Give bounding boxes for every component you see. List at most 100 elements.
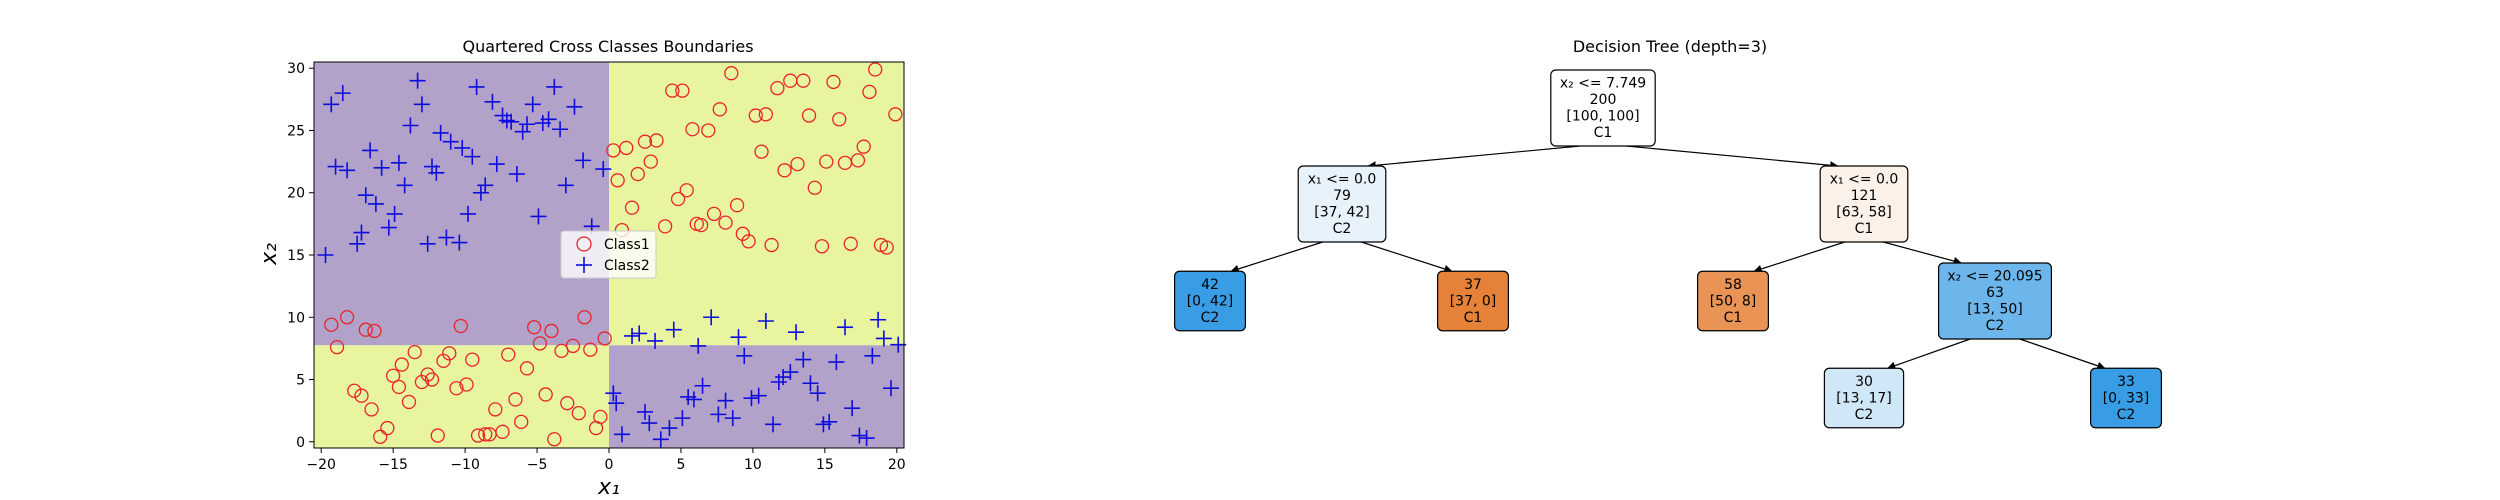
decision-tree: Decision Tree (depth=3) x₂ <= 7.749200[1… xyxy=(1173,37,2163,429)
region-class2-3 xyxy=(609,345,904,448)
class2-point xyxy=(339,162,356,179)
class2-point xyxy=(386,205,403,222)
class1-point xyxy=(748,108,763,123)
class2-point xyxy=(608,395,625,412)
x-tick-label: −10 xyxy=(450,457,480,473)
tree-edge-root-n2 xyxy=(1625,145,1839,170)
class2-point xyxy=(396,177,413,194)
class2-point xyxy=(373,159,390,176)
class2-point xyxy=(724,410,741,427)
class1-point xyxy=(862,84,877,100)
tree-node-text: 79 xyxy=(1333,188,1351,204)
class2-point xyxy=(390,154,407,171)
class2-point xyxy=(883,380,900,397)
class1-point xyxy=(770,80,785,96)
plot-frame xyxy=(313,61,905,449)
class2-point xyxy=(317,247,334,263)
x-tick-label: 5 xyxy=(676,457,685,473)
class1-point xyxy=(724,66,739,81)
class2-point xyxy=(503,113,520,130)
class1-point xyxy=(527,320,542,335)
class1-point xyxy=(358,322,373,337)
class1-point xyxy=(832,112,847,127)
class1-point xyxy=(364,402,379,417)
tree-edge-n2-n6 xyxy=(1883,241,1962,266)
class1-point xyxy=(347,383,362,398)
class1-point xyxy=(670,191,686,207)
class2-point xyxy=(349,235,366,252)
class1-point xyxy=(508,392,523,407)
class1-point xyxy=(488,402,503,417)
class2-point xyxy=(362,142,379,159)
region-class1-2 xyxy=(314,345,609,448)
class1-point xyxy=(649,133,664,148)
tree-node-text: 37 xyxy=(1464,277,1482,293)
class2-point xyxy=(409,72,426,89)
class2-point xyxy=(472,184,489,201)
class1-point xyxy=(593,409,608,425)
class2-point xyxy=(484,93,501,110)
class1-point xyxy=(453,318,468,334)
class2-point xyxy=(665,321,682,338)
class2-point xyxy=(765,416,782,433)
class2-point xyxy=(413,96,430,113)
class1-point xyxy=(436,353,451,368)
tree-node-text: [0, 33] xyxy=(2103,390,2150,406)
class1-point xyxy=(470,428,486,443)
tree-node-box xyxy=(1297,165,1387,243)
class1-point xyxy=(449,381,464,396)
class2-point xyxy=(636,403,653,420)
tree-node-n8: 33[0, 33]C2 xyxy=(2090,367,2163,429)
class2-point xyxy=(402,117,419,134)
tree-node-text: x₁ <= 0.0 xyxy=(1830,172,1899,188)
y-tick-label: 5 xyxy=(296,373,305,389)
class1-point xyxy=(339,310,355,325)
class1-point xyxy=(583,342,598,357)
class1-point xyxy=(571,405,586,421)
tree-node-box xyxy=(1819,165,1909,243)
class2-point xyxy=(432,124,449,141)
class1-point xyxy=(442,346,457,361)
class2-point xyxy=(795,351,812,368)
tree-node-box xyxy=(1696,270,1769,332)
class1-point xyxy=(329,339,345,355)
tree-node-box xyxy=(1173,270,1246,332)
class1-point xyxy=(826,74,841,90)
class2-point xyxy=(690,337,707,354)
class2-point xyxy=(514,123,531,140)
class1-point xyxy=(624,200,640,215)
tree-node-text: 58 xyxy=(1724,277,1742,293)
class1-point xyxy=(814,239,830,254)
class1-point xyxy=(729,198,745,213)
tree-node-text: [13, 50] xyxy=(1967,302,2022,318)
class2-point xyxy=(750,387,767,404)
tree-node-text: [0, 42] xyxy=(1187,293,1234,309)
class1-point xyxy=(856,139,871,154)
tree-node-text: [63, 58] xyxy=(1836,205,1891,221)
x-tick-label: −5 xyxy=(527,457,548,473)
legend-class1-label: Class1 xyxy=(604,237,650,253)
class1-point xyxy=(675,83,690,98)
x-tick-label: −15 xyxy=(378,457,408,473)
class2-point xyxy=(442,133,459,150)
tree-node-box xyxy=(1937,262,2052,340)
class2-point xyxy=(674,410,691,427)
class2-point xyxy=(782,364,799,381)
tree-node-text: x₂ <= 20.095 xyxy=(1947,269,2042,285)
x-axis-label: x₁ xyxy=(597,475,620,500)
y-tick-label: 15 xyxy=(287,248,305,264)
class2-point xyxy=(736,347,753,364)
region-class2-0 xyxy=(314,62,609,346)
class2-point xyxy=(624,327,641,344)
class2-point xyxy=(837,319,853,336)
class2-point xyxy=(870,311,887,328)
class1-point xyxy=(495,424,510,439)
class1-point xyxy=(597,331,612,346)
class2-point xyxy=(809,385,826,402)
class2-point xyxy=(685,391,702,408)
class1-point xyxy=(801,108,817,123)
class1-point xyxy=(706,206,722,222)
class2-point xyxy=(468,78,485,95)
